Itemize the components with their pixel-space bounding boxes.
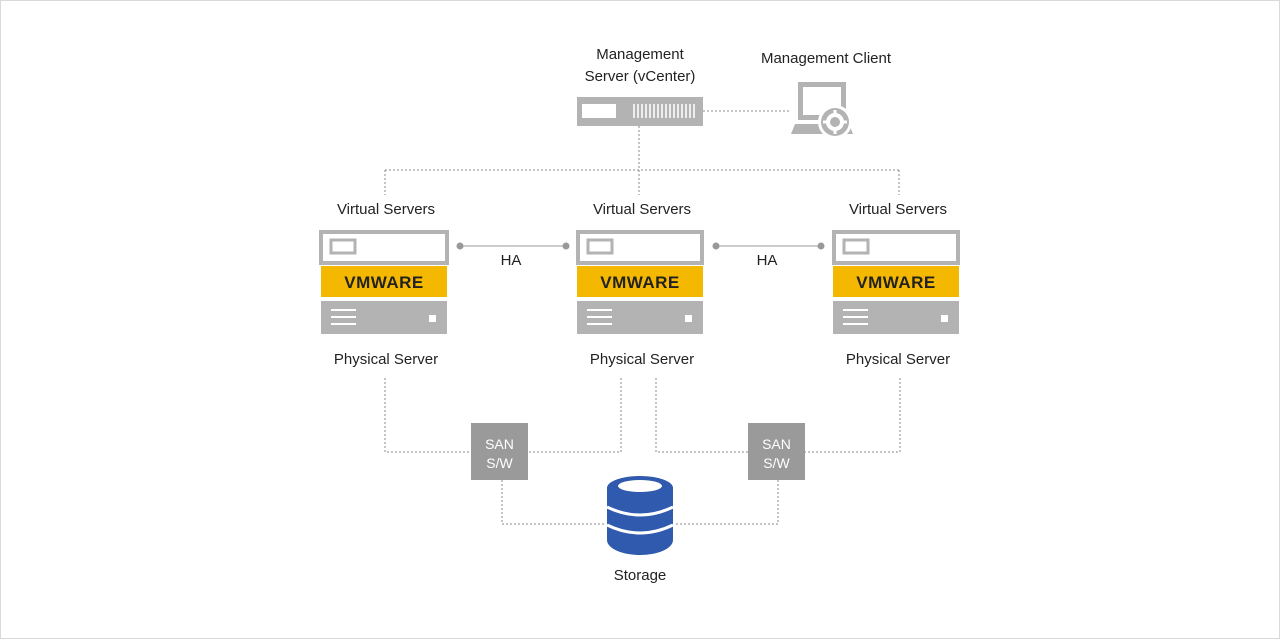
san-switch-2-line2: S/W (763, 455, 790, 471)
san-switch-1-line2: S/W (486, 455, 513, 471)
server-stack-2 (576, 230, 704, 334)
san-left-link-b (528, 378, 622, 453)
san-switch-2-line1: SAN (762, 436, 791, 452)
san-right-link-a (655, 378, 748, 453)
physical-server-label-1: Physical Server (333, 351, 439, 368)
san-left-link-a (384, 378, 471, 453)
management-client-icon (791, 82, 853, 139)
san-switch-2: SAN S/W (748, 423, 805, 480)
physical-server-label-2: Physical Server (589, 351, 695, 368)
management-server-label-line1: Management (596, 46, 684, 63)
hypervisor-label-1: VMWARE (344, 273, 424, 292)
virtual-servers-label-3: Virtual Servers (848, 201, 948, 218)
storage-label: Storage (613, 567, 667, 584)
san-switch-1: SAN S/W (471, 423, 528, 480)
ha-label-1: HA (500, 252, 522, 269)
ha-links (456, 242, 825, 250)
server-stack-1 (319, 230, 449, 334)
san-right-storage-link (674, 480, 779, 525)
management-server-icon (577, 97, 703, 126)
virtual-servers-label-2: Virtual Servers (592, 201, 692, 218)
san-left-storage-link (501, 480, 606, 525)
hypervisor-label-3: VMWARE (856, 273, 936, 292)
management-server-label-line2: Server (vCenter) (584, 68, 696, 85)
ha-label-2: HA (756, 252, 778, 269)
san-right-link-b (805, 378, 901, 453)
virtual-servers-label-1: Virtual Servers (336, 201, 436, 218)
server-stack-3 (832, 230, 960, 334)
management-server-label: Management Server (vCenter) (578, 44, 702, 88)
san-switch-1-line1: SAN (485, 436, 514, 452)
connector-lines (384, 110, 901, 525)
storage-database-icon (606, 476, 674, 555)
management-client-label: Management Client (760, 50, 892, 67)
physical-server-label-3: Physical Server (845, 351, 951, 368)
hypervisor-label-2: VMWARE (600, 273, 680, 292)
